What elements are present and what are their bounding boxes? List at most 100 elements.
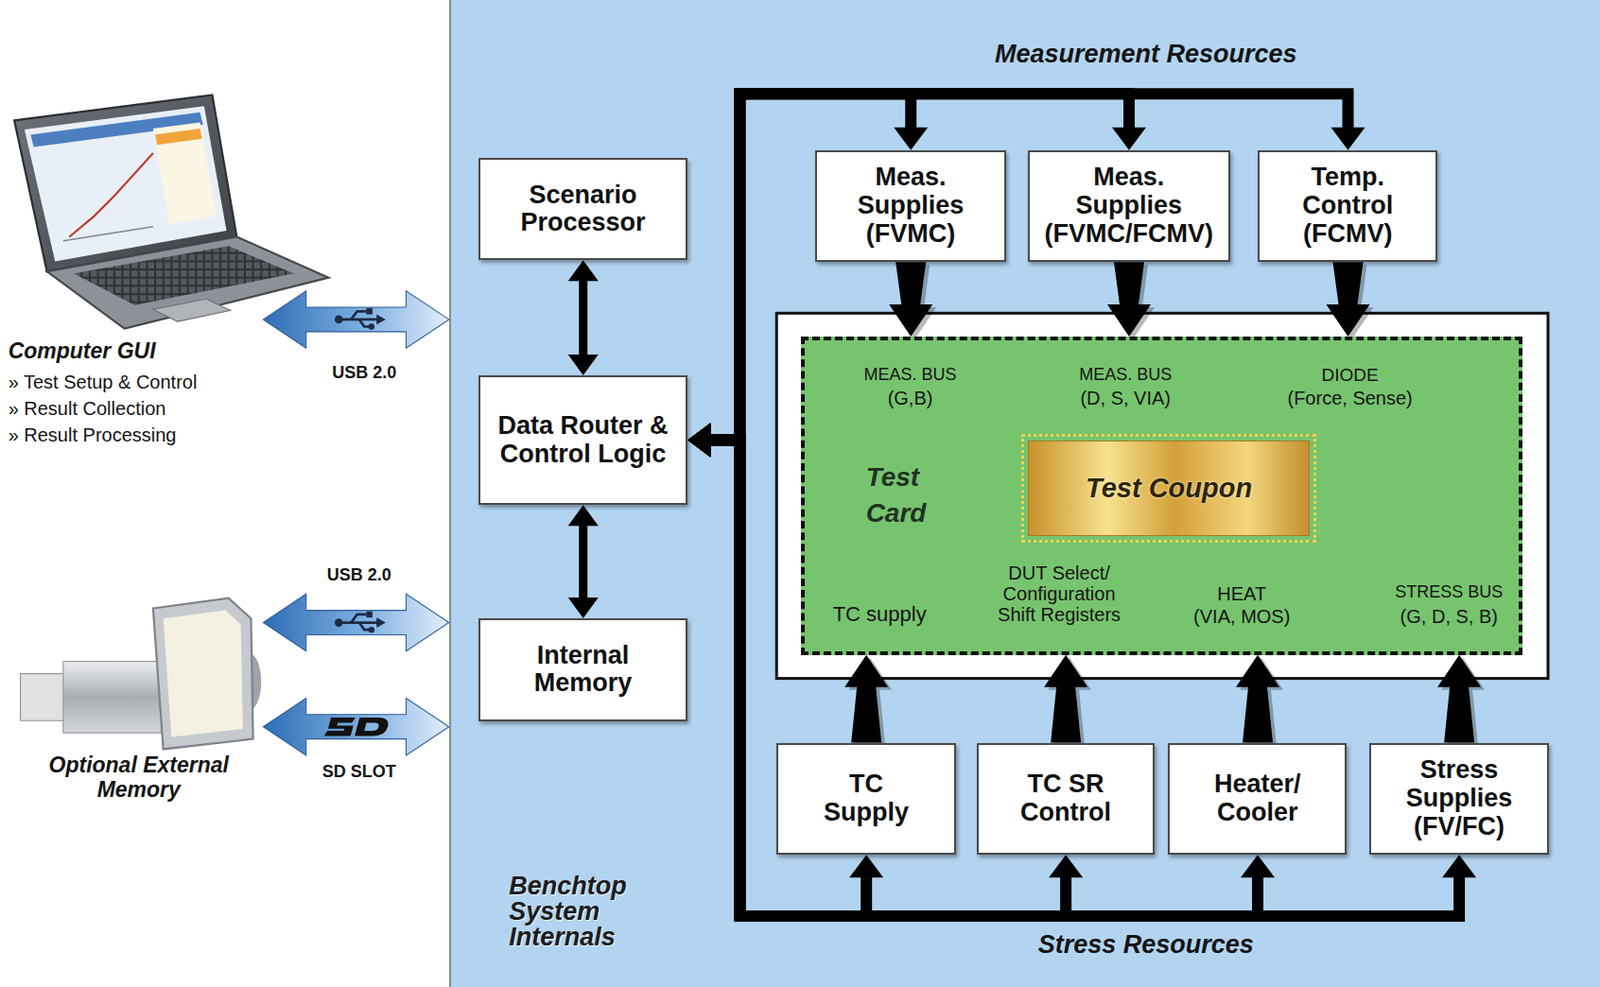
connector	[568, 260, 599, 376]
node-text: Data Router & Control Logic	[497, 412, 670, 469]
text-label: (D, S, VIA)	[1079, 387, 1171, 409]
usb-arrows	[262, 291, 449, 756]
text-label: Stress Resources	[1038, 931, 1254, 960]
process-box: Heater/ Cooler	[1167, 743, 1347, 856]
text-label: Measurement Resources	[994, 40, 1298, 70]
node-text: Meas. Supplies (FVMC/FCMV)	[1038, 163, 1220, 248]
arrow-head	[849, 854, 884, 878]
node-text: TC Supply	[814, 770, 919, 827]
text-label: DUT Select/ Configuration Shift Register…	[988, 562, 1131, 626]
arrow-head	[687, 423, 711, 458]
arrow-head	[568, 260, 599, 281]
text-label: SD SLOT	[322, 763, 397, 783]
memory-illustration	[20, 598, 262, 750]
connector	[568, 504, 599, 619]
sd-logo-s	[324, 717, 356, 736]
arrow-head	[1240, 854, 1275, 878]
text-label: » Test Setup & Control	[8, 371, 198, 393]
wedge-arrow	[1107, 261, 1151, 337]
text-label: Optional External Memory	[25, 753, 253, 802]
laptop-screen	[24, 105, 227, 261]
arrow-head	[568, 597, 599, 619]
process-box: TC Supply	[776, 743, 957, 856]
process-box: Data Router & Control Logic	[478, 375, 688, 505]
text-label: (VIA, MOS)	[1193, 606, 1290, 627]
arrow-head	[687, 423, 711, 458]
card-socket-frame	[776, 313, 1548, 679]
process-box: Meas. Supplies (FVMC)	[815, 150, 1007, 263]
arrow-head	[893, 127, 928, 151]
arrow-head	[687, 423, 711, 458]
sd-label	[163, 610, 244, 738]
arrow-head	[687, 423, 711, 458]
sd-logo	[324, 717, 391, 736]
arrow-head	[687, 423, 711, 458]
process-box: Meas. Supplies (FVMC/FCMV)	[1027, 150, 1231, 263]
wedge-arrow	[844, 655, 888, 744]
text-label: USB 2.0	[327, 566, 392, 586]
screen-table	[153, 122, 217, 226]
wedge-arrow	[1437, 655, 1481, 744]
arrow-head	[687, 423, 711, 458]
node-text: Stress Supplies (FV/FC)	[1378, 756, 1540, 841]
wedge-arrow	[1325, 261, 1370, 337]
text-label: USB 2.0	[331, 364, 397, 383]
process-box: Internal Memory	[478, 618, 688, 722]
text-label: TC supply	[833, 603, 927, 627]
connector-line	[578, 278, 588, 357]
text-label: HEAT	[1217, 583, 1267, 605]
usb-plug	[20, 674, 69, 722]
connector	[1107, 261, 1155, 340]
arrow-head	[687, 423, 711, 458]
connector	[1235, 655, 1284, 747]
usb-symbol	[334, 308, 386, 331]
arrow-head	[1112, 127, 1147, 151]
wedge-arrow	[888, 261, 933, 337]
process-box: Stress Supplies (FV/FC)	[1369, 743, 1549, 856]
text-label: » Result Processing	[8, 424, 177, 446]
laptop-illustration	[14, 94, 329, 329]
test-coupon: Test Coupon	[1027, 440, 1310, 537]
text-label: DIODE	[1321, 365, 1379, 386]
node-text: Temp. Control (FCMV)	[1267, 163, 1428, 248]
text-label: MEAS. BUS	[864, 365, 957, 385]
text-label: MEAS. BUS	[1078, 365, 1172, 385]
laptop-touchpad	[153, 298, 231, 322]
sd-logo-d	[354, 717, 391, 736]
text-label: (G,B)	[887, 387, 934, 409]
usb-stick	[63, 661, 162, 734]
connector	[1325, 261, 1374, 340]
node-text: TC SR Control	[994, 770, 1137, 827]
text-label: (G, D, S, B)	[1400, 606, 1498, 627]
connector-line	[578, 523, 588, 600]
connector	[888, 261, 937, 340]
arrow-head	[568, 504, 599, 526]
usb-link-arrow	[262, 593, 449, 651]
connector	[1437, 655, 1485, 747]
text-label: STRESS BUS	[1394, 583, 1503, 603]
process-box: Temp. Control (FCMV)	[1257, 150, 1438, 263]
wedge-arrow	[1235, 655, 1280, 744]
node-text: Heater/ Cooler	[1186, 770, 1329, 827]
node-text: Test Coupon	[1085, 473, 1253, 505]
arrow-head	[568, 354, 599, 376]
text-label: Computer GUI	[8, 339, 157, 364]
node-text: Meas. Supplies (FVMC)	[825, 163, 996, 248]
screen-axis	[63, 226, 154, 242]
node-text: Internal Memory	[493, 642, 674, 698]
text-label: (Force, Sense)	[1286, 387, 1412, 409]
process-box: Scenario Processor	[478, 157, 688, 261]
connector	[844, 655, 892, 747]
usb-symbol	[334, 611, 386, 634]
screen-chart	[69, 153, 153, 238]
laptop-keyboard	[73, 245, 295, 306]
process-box: TC SR Control	[976, 743, 1156, 856]
arrow-head	[1048, 854, 1083, 878]
node-text: Test Card	[866, 459, 944, 532]
text-label: » Result Collection	[8, 398, 167, 419]
usb-link-arrow	[262, 291, 449, 348]
sd-link-arrow	[262, 697, 449, 755]
wedge-arrow	[1043, 655, 1088, 744]
sd-card	[153, 598, 254, 750]
node-text: Scenario Processor	[493, 181, 674, 238]
